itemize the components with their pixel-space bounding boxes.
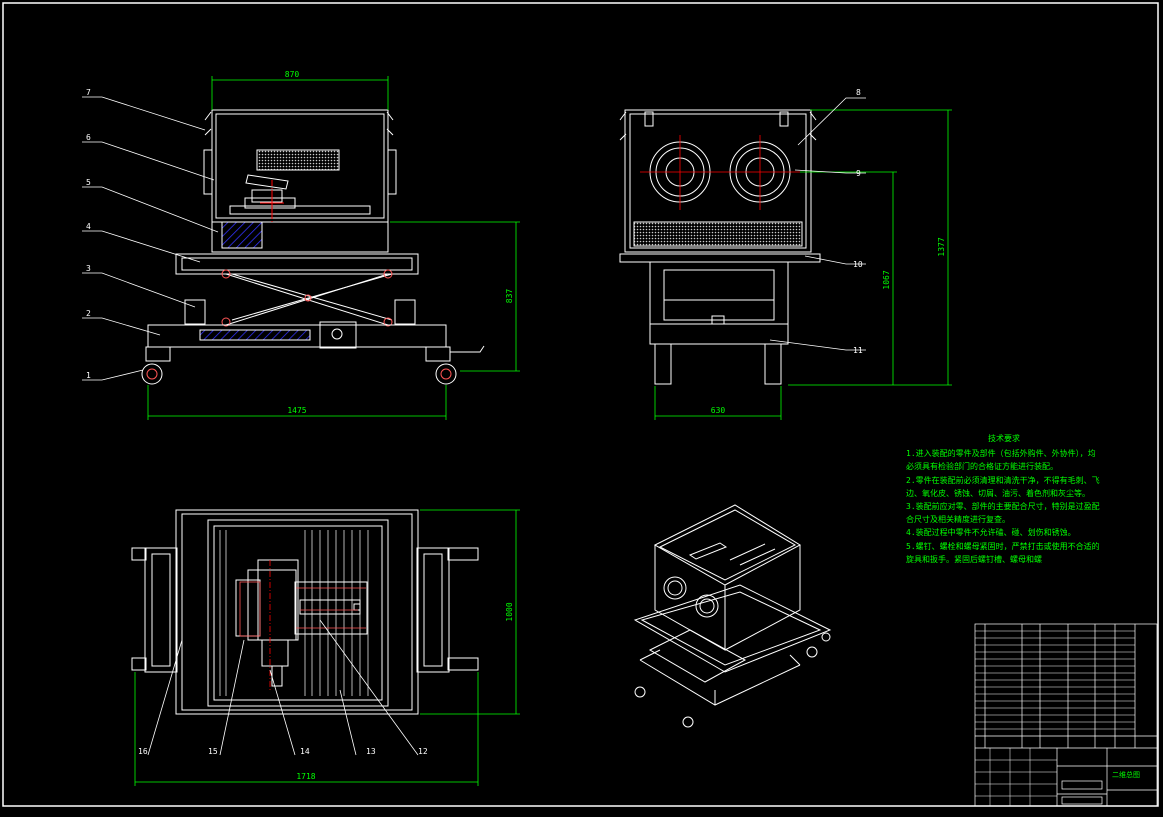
dim-front-width-top: 870 — [285, 70, 300, 79]
callout-13: 13 — [366, 747, 376, 756]
note-line: 4.装配过程中零件不允许磕、碰、划伤和锈蚀。 — [906, 528, 1076, 538]
callout-5: 5 — [86, 178, 91, 187]
dim-front-height-right: 837 — [505, 289, 514, 304]
callout-8: 8 — [856, 88, 861, 97]
note-line: 1.进入装配的零件及部件（包括外购件、外协件），均必须具有检验部门的合格证方能进… — [906, 449, 1096, 472]
notes-title: 技术要求 — [988, 434, 1020, 443]
dim-top-width-bottom: 1718 — [296, 772, 315, 781]
callout-16: 16 — [138, 747, 148, 756]
note-line: 3.装配前应对零、部件的主要配合尺寸，特别是过盈配合尺寸及相关精度进行复查。 — [906, 502, 1100, 525]
callout-2: 2 — [86, 309, 91, 318]
top-view — [131, 509, 479, 715]
front-view-dimensions — [147, 76, 520, 420]
isometric-view — [633, 504, 832, 728]
side-view — [619, 109, 821, 385]
front-view — [141, 109, 485, 385]
dim-front-width-bottom: 1475 — [287, 406, 306, 415]
callout-14: 14 — [300, 747, 310, 756]
front-view-leaders — [82, 96, 219, 381]
callout-12: 12 — [418, 747, 428, 756]
top-view-leaders — [147, 619, 419, 756]
dim-top-height-right: 1000 — [505, 602, 514, 621]
side-view-leaders — [769, 97, 866, 351]
callout-15: 15 — [208, 747, 218, 756]
callout-9: 9 — [856, 169, 861, 178]
callout-4: 4 — [86, 222, 91, 231]
side-view-dimensions — [654, 109, 952, 420]
dim-side-width-bottom: 630 — [711, 406, 726, 415]
callout-7: 7 — [86, 88, 91, 97]
callout-11: 11 — [853, 346, 863, 355]
dim-side-height-inner: 1067 — [882, 270, 891, 289]
technical-requirements: 技术要求 1.进入装配的零件及部件（包括外购件、外协件），均必须具有检验部门的合… — [906, 432, 1102, 566]
top-view-dimensions — [134, 509, 520, 786]
callout-1: 1 — [86, 371, 91, 380]
callout-6: 6 — [86, 133, 91, 142]
note-line: 2.零件在装配前必须清理和清洗干净，不得有毛刺、飞边、氧化皮、锈蚀、切屑、油污、… — [906, 475, 1100, 498]
drawing-name: 二维总图 — [1112, 771, 1140, 779]
callout-3: 3 — [86, 264, 91, 273]
title-block — [974, 623, 1158, 807]
note-line: 5.螺钉、螺栓和螺母紧固时，严禁打击或使用不合适的旋具和扳手。紧固后螺钉槽、螺母… — [906, 541, 1100, 564]
callout-10: 10 — [853, 260, 863, 269]
dim-side-height-total: 1377 — [937, 237, 946, 256]
